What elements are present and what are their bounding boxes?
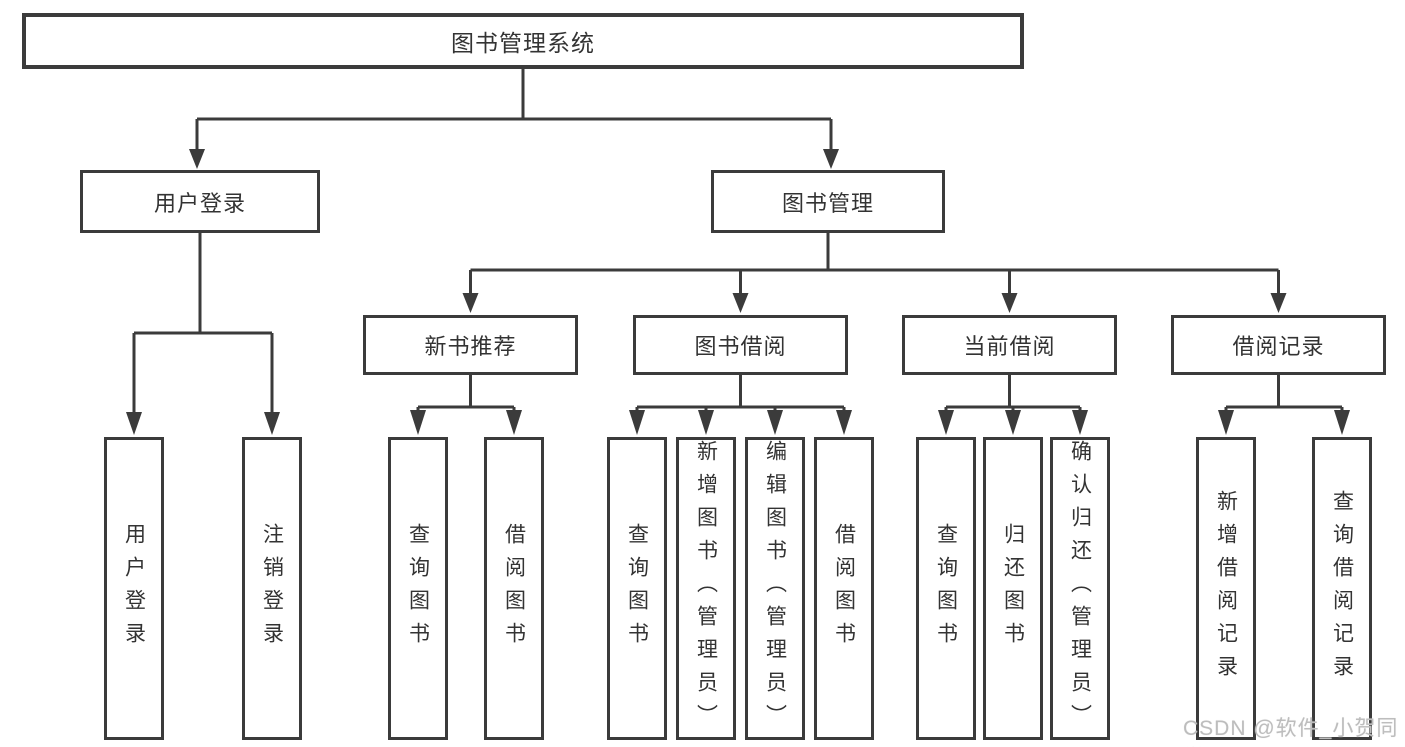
node-book-management: 图书管理: [711, 170, 945, 233]
arrowhead: [264, 412, 280, 435]
leaf-user-login: 用户登录: [104, 437, 164, 740]
node-label: 用户登录: [153, 190, 246, 216]
connector-current-leaves: [944, 375, 1082, 414]
leaf-label: 确认归还（管理员）: [1068, 440, 1092, 737]
node-root-library-system: 图书管理系统: [22, 13, 1024, 69]
arrowhead: [938, 410, 954, 435]
node-label: 借阅记录: [1232, 334, 1325, 359]
arrowhead: [1218, 410, 1234, 435]
leaf-label: 查询图书: [625, 522, 649, 655]
leaf-label: 新增借阅记录: [1214, 489, 1238, 688]
leaf-borrow-books-recommend: 借阅图书: [484, 437, 544, 740]
node-label: 图书管理: [781, 190, 874, 216]
leaf-borrow-books: 借阅图书: [814, 437, 874, 740]
arrowhead: [1270, 293, 1287, 313]
leaf-label: 查询图书: [934, 522, 958, 655]
leaf-confirm-return-admin: 确认归还（管理员）: [1050, 437, 1110, 740]
leaf-add-books-admin: 新增图书（管理员）: [676, 437, 736, 740]
watermark: CSDN @软件_小贺同学: [1183, 717, 1399, 740]
leaf-query-borrow-record: 查询借阅记录: [1312, 437, 1372, 740]
arrowhead: [1334, 410, 1350, 435]
leaf-label: 用户登录: [122, 522, 146, 655]
leaf-label: 编辑图书（管理员）: [763, 440, 787, 737]
leaf-label: 借阅图书: [502, 522, 526, 655]
leaf-query-books-borrow: 查询图书: [607, 437, 667, 740]
arrowhead: [1001, 293, 1018, 313]
node-label: 新书推荐: [424, 334, 517, 359]
arrowhead: [629, 410, 645, 435]
arrowhead: [767, 410, 783, 435]
leaf-label: 查询借阅记录: [1330, 489, 1354, 688]
arrowhead: [732, 293, 749, 313]
arrowhead: [1072, 410, 1088, 435]
connector-borrow-leaves: [635, 375, 846, 414]
node-label: 当前借阅: [963, 334, 1056, 359]
node-label: 图书借阅: [694, 334, 787, 359]
arrowhead: [698, 410, 714, 435]
node-label: 图书管理系统: [451, 30, 595, 56]
connector-bookmgmt-level3: [469, 233, 1280, 296]
leaf-query-books-recommend: 查询图书: [388, 437, 448, 740]
arrowhead: [823, 149, 839, 169]
arrowhead: [189, 149, 205, 169]
leaf-label: 借阅图书: [832, 522, 856, 655]
leaf-query-books-current: 查询图书: [916, 437, 976, 740]
leaf-label: 归还图书: [1001, 522, 1025, 655]
arrowhead: [1005, 410, 1021, 435]
leaf-label: 注销登录: [260, 522, 284, 655]
arrowhead: [506, 410, 522, 435]
connector-userlogin-leaves: [132, 233, 274, 414]
connector-records-leaves: [1224, 375, 1344, 414]
leaf-edit-books-admin: 编辑图书（管理员）: [745, 437, 805, 740]
node-borrow-records: 借阅记录: [1171, 315, 1386, 375]
arrowhead: [836, 410, 852, 435]
node-book-borrow: 图书借阅: [633, 315, 848, 375]
arrowhead: [462, 293, 479, 313]
leaf-label: 新增图书（管理员）: [694, 440, 718, 737]
node-user-login: 用户登录: [80, 170, 320, 233]
leaf-return-books: 归还图书: [983, 437, 1043, 740]
leaf-add-borrow-record: 新增借阅记录: [1196, 437, 1256, 740]
leaf-label: 查询图书: [406, 522, 430, 655]
node-new-book-recommend: 新书推荐: [363, 315, 578, 375]
connector-root-level2: [195, 69, 833, 151]
node-current-borrow: 当前借阅: [902, 315, 1117, 375]
arrowhead: [410, 410, 426, 435]
leaf-logout: 注销登录: [242, 437, 302, 740]
connector-recommend-leaves: [416, 375, 516, 414]
arrowhead: [126, 412, 142, 435]
